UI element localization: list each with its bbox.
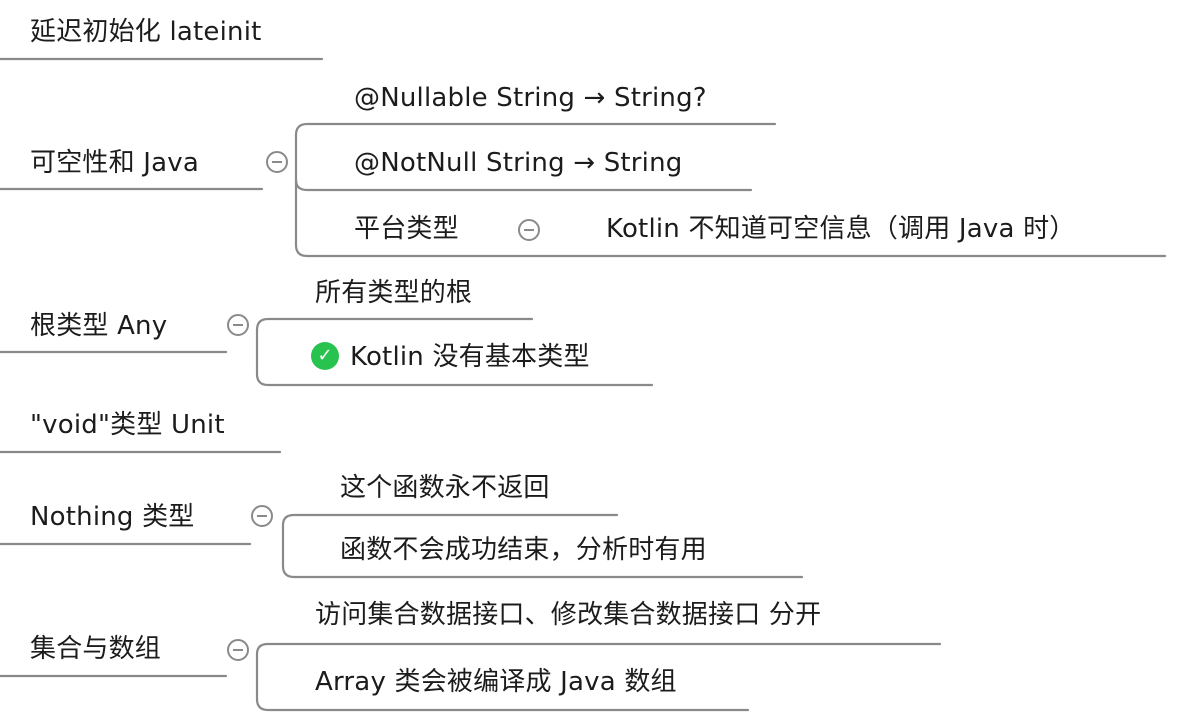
subtopic-collection-interfaces[interactable]: 访问集合数据接口、修改集合数据接口 分开 bbox=[315, 600, 822, 630]
topic-any[interactable]: 根类型 Any bbox=[30, 311, 168, 341]
subtopic-platform-detail[interactable]: Kotlin 不知道可空信息（调用 Java 时） bbox=[606, 214, 1076, 244]
branch-collections bbox=[255, 642, 942, 656]
subtopic-never-returns[interactable]: 这个函数永不返回 bbox=[340, 473, 550, 503]
collapse-toggle-icon[interactable] bbox=[518, 219, 540, 241]
branch-nullability bbox=[294, 122, 777, 170]
topic-nullability[interactable]: 可空性和 Java bbox=[30, 148, 199, 178]
child-underline-no-primitive bbox=[255, 328, 654, 387]
subtopic-array-compiled[interactable]: Array 类会被编译成 Java 数组 bbox=[315, 667, 677, 697]
subtopic-useful-for-analysis[interactable]: 函数不会成功结束，分析时有用 bbox=[340, 535, 707, 565]
topic-lateinit[interactable]: 延迟初始化 lateinit bbox=[30, 17, 262, 47]
topic-collections[interactable]: 集合与数组 bbox=[30, 634, 162, 664]
child-underline-analysis bbox=[281, 523, 804, 579]
child-line-platform bbox=[294, 178, 534, 258]
collapse-toggle-icon[interactable] bbox=[251, 505, 273, 527]
child-underline-array bbox=[255, 652, 750, 712]
branch-nothing bbox=[281, 513, 619, 527]
subtopic-nullable[interactable]: @Nullable String → String? bbox=[354, 83, 707, 113]
collapse-toggle-icon[interactable] bbox=[266, 151, 288, 173]
subtopic-root-of-all-types[interactable]: 所有类型的根 bbox=[315, 278, 473, 308]
subtopic-no-primitive-types[interactable]: Kotlin 没有基本类型 bbox=[350, 342, 590, 372]
collapse-toggle-icon[interactable] bbox=[227, 314, 249, 336]
topic-nothing[interactable]: Nothing 类型 bbox=[30, 502, 195, 532]
topic-unit[interactable]: "void"类型 Unit bbox=[30, 410, 225, 440]
check-circle-icon: ✓ bbox=[311, 342, 339, 370]
collapse-toggle-icon[interactable] bbox=[227, 639, 249, 661]
branch-any bbox=[255, 317, 534, 332]
subtopic-platform-type[interactable]: 平台类型 bbox=[354, 214, 459, 244]
subtopic-notnull[interactable]: @NotNull String → String bbox=[354, 148, 683, 178]
